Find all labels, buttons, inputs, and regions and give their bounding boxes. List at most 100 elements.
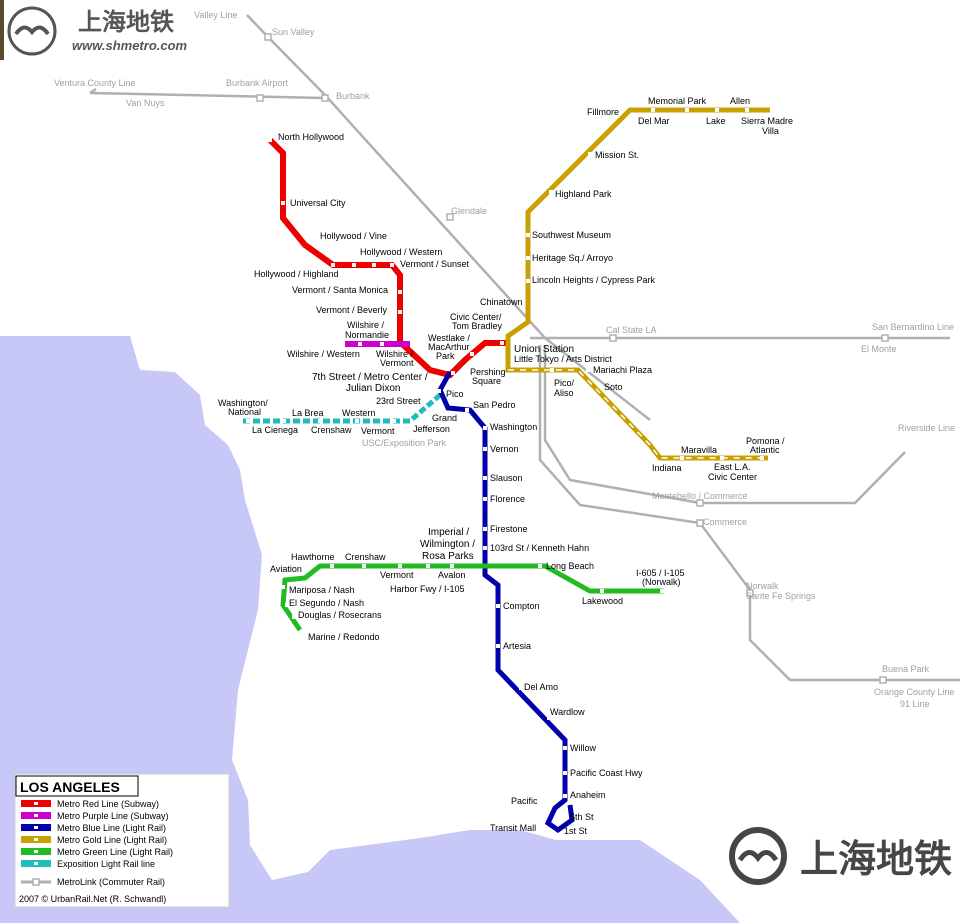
label-western: Western xyxy=(342,408,375,418)
label-pershing-2: Square xyxy=(472,376,501,386)
label-north-hollywood: North Hollywood xyxy=(278,132,344,142)
label-westlake-1: Westlake / xyxy=(428,333,470,343)
label-mariposa: Mariposa / Nash xyxy=(289,585,355,595)
metrolink-stations xyxy=(256,33,889,684)
label-union-station: Union Station xyxy=(514,344,574,355)
label-little-tokyo: Little Tokyo / Arts District xyxy=(514,354,612,364)
label-cal-state: Cal State LA xyxy=(606,325,657,335)
label-jefferson: Jefferson xyxy=(413,424,450,434)
label-imperial-2: Wilmington / xyxy=(420,539,475,550)
label-pacific: Pacific xyxy=(511,796,538,806)
label-usc: USC/Exposition Park xyxy=(362,438,447,448)
label-lincoln-heights: Lincoln Heights / Cypress Park xyxy=(532,275,656,285)
label-transit-mall: Transit Mall xyxy=(490,823,536,833)
label-hollywood-vine: Hollywood / Vine xyxy=(320,231,387,241)
label-anaheim: Anaheim xyxy=(570,790,606,800)
label-maravilla: Maravilla xyxy=(681,445,717,455)
shmetro-logo: 上海地铁 www.shmetro.com xyxy=(0,0,188,60)
legend-credit: 2007 © UrbanRail.Net (R. Schwandl) xyxy=(19,894,166,904)
green-line-labels: Hawthorne Crenshaw Aviation Vermont Aval… xyxy=(270,552,685,642)
label-san-bernardino: San Bernardino Line xyxy=(872,322,954,332)
label-van-nuys: Van Nuys xyxy=(126,98,165,108)
label-civic-1: Civic Center/ xyxy=(450,312,502,322)
label-florence: Florence xyxy=(490,494,525,504)
expo-line-labels: 23rd Street Jefferson Washington/ Nation… xyxy=(218,396,450,436)
legend-red: Metro Red Line (Subway) xyxy=(57,799,159,809)
label-marine: Marine / Redondo xyxy=(308,632,380,642)
label-la-cienega: La Cienega xyxy=(252,425,298,435)
label-mariachi: Mariachi Plaza xyxy=(593,365,652,375)
label-montebello: Montebello / Commerce xyxy=(652,491,748,501)
label-vermont-green: Vermont xyxy=(380,570,414,580)
label-allen: Allen xyxy=(730,96,750,106)
label-imperial-1: Imperial / xyxy=(428,527,469,538)
label-heritage-sq: Heritage Sq./ Arroyo xyxy=(532,253,613,263)
label-long-beach: Long Beach xyxy=(546,561,594,571)
label-vermont-santa-monica: Vermont / Santa Monica xyxy=(292,285,388,295)
label-buena-park: Buena Park xyxy=(882,664,930,674)
label-pomona-1: Pomona / xyxy=(746,436,785,446)
label-indiana: Indiana xyxy=(652,463,682,473)
label-pomona-2: Atlantic xyxy=(750,445,780,455)
label-crenshaw-green: Crenshaw xyxy=(345,552,386,562)
label-civic-2: Tom Bradley xyxy=(452,321,503,331)
label-pico: Pico xyxy=(446,389,464,399)
legend-gold: Metro Gold Line (Light Rail) xyxy=(57,835,167,845)
label-103rd: 103rd St / Kenneth Hahn xyxy=(490,543,589,553)
label-del-amo: Del Amo xyxy=(524,682,558,692)
gold-line-dashed xyxy=(508,369,768,459)
label-pico-aliso-1: Pico/ xyxy=(554,378,575,388)
label-sun-valley: Sun Valley xyxy=(272,27,315,37)
logo-cn-text: 上海地铁 xyxy=(78,8,174,36)
green-line xyxy=(280,563,664,632)
logo-url-text: www.shmetro.com xyxy=(72,38,188,53)
expo-line xyxy=(243,393,442,424)
label-hawthorne: Hawthorne xyxy=(291,552,335,562)
label-fillmore: Fillmore xyxy=(587,107,619,117)
metro-stations xyxy=(268,108,764,798)
label-washington-national-1: Washington/ xyxy=(218,398,268,408)
label-soto: Soto xyxy=(604,382,623,392)
legend: LOS ANGELES Metro Red Line (Subway) Metr… xyxy=(14,773,230,908)
label-douglas: Douglas / Rosecrans xyxy=(298,610,382,620)
label-pico-aliso-2: Aliso xyxy=(554,388,574,398)
label-wilshire-western: Wilshire / Western xyxy=(287,349,360,359)
label-pch: Pacific Coast Hwy xyxy=(570,768,643,778)
label-hollywood-highland: Hollywood / Highland xyxy=(254,269,339,279)
label-el-monte: El Monte xyxy=(861,344,897,354)
legend-blue: Metro Blue Line (Light Rail) xyxy=(57,823,166,833)
label-5th-st: 5th St xyxy=(570,812,594,822)
label-santefe: Sante Fe Springs xyxy=(746,591,816,601)
blue-line xyxy=(437,370,575,834)
label-i605-1: I-605 / I-105 xyxy=(636,568,685,578)
label-memorial-park: Memorial Park xyxy=(648,96,707,106)
label-glendale: Glendale xyxy=(451,206,487,216)
label-burbank: Burbank xyxy=(336,91,370,101)
label-chinatown: Chinatown xyxy=(480,297,523,307)
label-el-segundo: El Segundo / Nash xyxy=(289,598,364,608)
purple-line-labels: Wilshire / Normandie Wilshire / Western … xyxy=(287,320,414,368)
label-universal-city: Universal City xyxy=(290,198,346,208)
label-pershing-1: Pershing xyxy=(470,367,506,377)
label-burbank-airport: Burbank Airport xyxy=(226,78,289,88)
expo-stations xyxy=(246,419,396,423)
label-crenshaw-expo: Crenshaw xyxy=(311,425,352,435)
label-lake: Lake xyxy=(706,116,726,126)
label-westlake-2: MacArthur xyxy=(428,342,470,352)
legend-green: Metro Green Line (Light Rail) xyxy=(57,847,173,857)
label-aviation: Aviation xyxy=(270,564,302,574)
label-wilshire-normandie-1: Wilshire / xyxy=(347,320,385,330)
legend-purple: Metro Purple Line (Subway) xyxy=(57,811,169,821)
label-wilshire-vermont-1: Wilshire / xyxy=(376,349,414,359)
core-labels: Westlake / MacArthur Park Civic Center/ … xyxy=(312,297,612,394)
red-line-labels: North Hollywood Universal City Hollywood… xyxy=(254,132,470,315)
label-sw-museum: Southwest Museum xyxy=(532,230,611,240)
red-line xyxy=(267,137,510,379)
label-imperial-3: Rosa Parks xyxy=(422,551,474,562)
label-east-la-2: Civic Center xyxy=(708,472,757,482)
label-westlake-3: Park xyxy=(436,351,455,361)
label-avalon: Avalon xyxy=(438,570,465,580)
watermark-text: 上海地铁 xyxy=(800,839,952,881)
label-orange-county: Orange County Line xyxy=(874,687,955,697)
